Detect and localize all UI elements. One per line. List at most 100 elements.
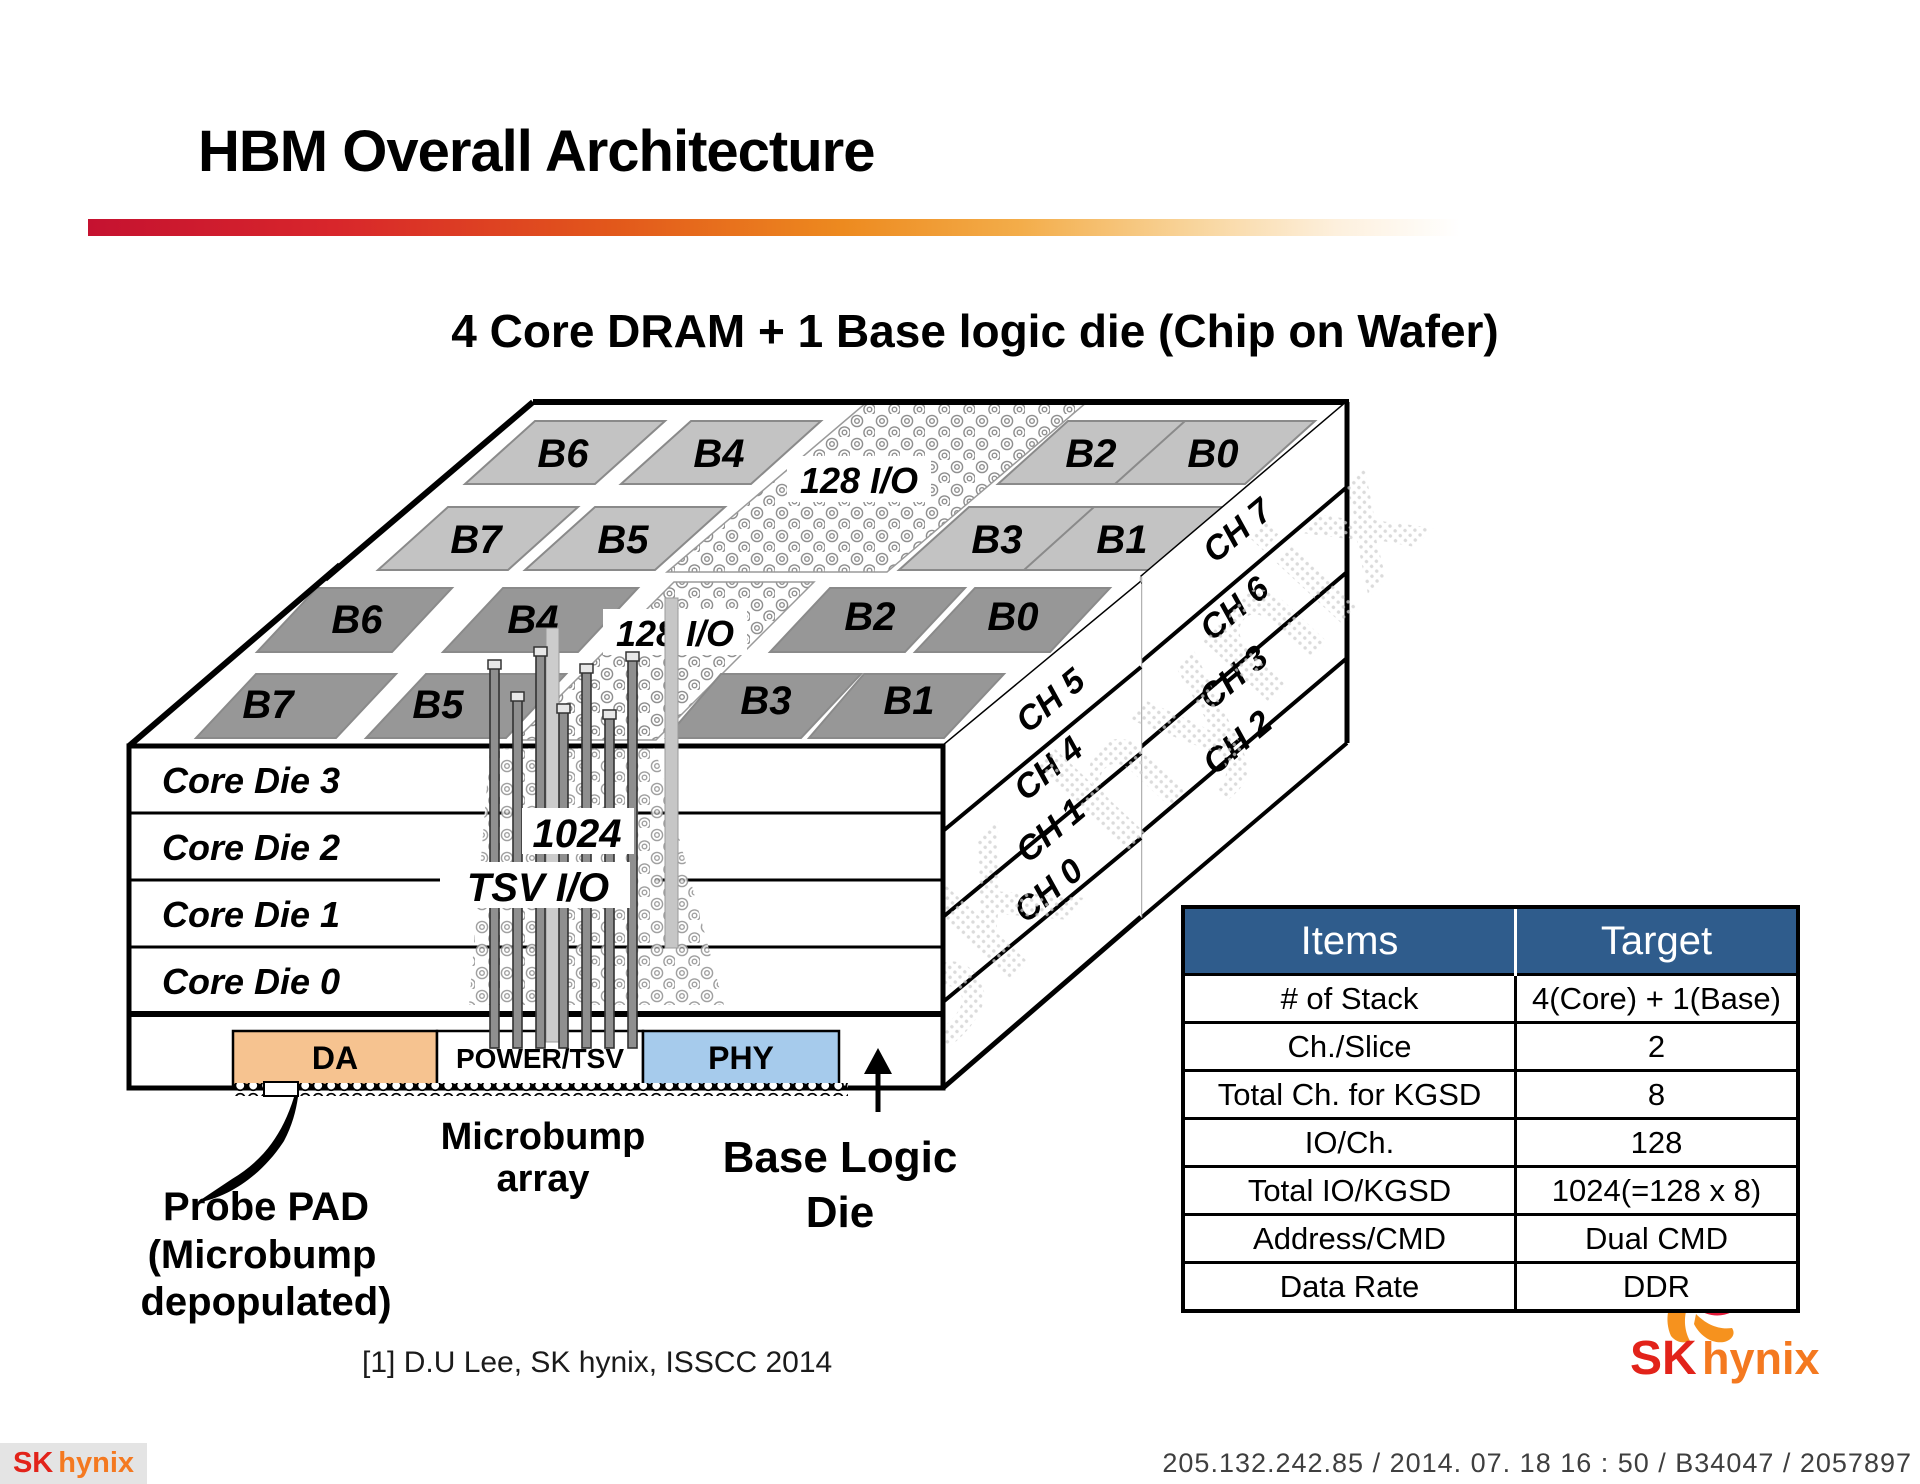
row-value: 128: [1514, 1117, 1800, 1168]
tsv-io-bg: [448, 862, 630, 908]
probe-pad-label-line2: (Microbump: [148, 1233, 377, 1277]
spec-table-header-target: Target: [1515, 907, 1798, 975]
lower-bank-b2-label: B2: [844, 595, 895, 639]
lower-die-side-face: CH 5 CH 4 CH 1 CH 0: [941, 582, 1143, 1090]
upper-bank-b5: [522, 506, 728, 571]
row-item: IO/Ch.: [1181, 1117, 1517, 1168]
tsv-pillar-5: [581, 671, 592, 1049]
upper-face-left-edge: [323, 399, 535, 582]
upper-bank-b5-label: B5: [597, 518, 649, 562]
core-die-1-label: Core Die 1: [162, 894, 340, 935]
lower-bank-b6-label: B6: [331, 598, 383, 642]
upper-die-top-face: B6 B4 B2 B0 B7 B5 B3 B1 128 I/O: [323, 399, 1349, 582]
table-row: # of Stack 4(Core) + 1(Base): [1181, 973, 1800, 1024]
lower-bank-b1-label: B1: [883, 679, 934, 723]
lower-bank-b5-label: B5: [412, 683, 464, 727]
upper-bank-b4: [618, 420, 824, 485]
base-logic-arrow-head: [864, 1048, 892, 1074]
row-item: Address/CMD: [1181, 1213, 1517, 1264]
row-item: Total Ch. for KGSD: [1181, 1069, 1517, 1120]
annotations: Microbump array Base Logic Die Probe PAD…: [140, 1048, 957, 1324]
upper-bank-b3-label: B3: [971, 518, 1022, 562]
lower-bank-b0: [912, 587, 1113, 653]
lower-side-bottom-edge: [941, 915, 1143, 1090]
lower-side-div-3: [941, 836, 1143, 1004]
upper-bank-b6-label: B6: [537, 432, 589, 476]
spec-table-header-items: Items: [1183, 907, 1517, 975]
lower-bank-b4: [440, 587, 641, 653]
lower-bank-b2: [767, 587, 968, 653]
footer-logo-sk: SK: [12, 1447, 54, 1479]
row-value: 2: [1514, 1021, 1800, 1072]
sk-logo-hynix-text: hynix: [1702, 1333, 1820, 1384]
upper-die-side-face: CH 7 CH 6 CH 3 CH 2: [1139, 402, 1350, 920]
tsv-io-label: TSV I/O: [467, 866, 609, 910]
table-row: Total IO/KGSD 1024(=128 x 8): [1181, 1165, 1800, 1216]
microbump-row: [233, 1083, 848, 1096]
lower-face-left-edge: [127, 562, 342, 749]
da-block-label: DA: [312, 1040, 358, 1076]
row-item: Data Rate: [1181, 1261, 1517, 1313]
row-item: Ch./Slice: [1181, 1021, 1517, 1072]
lower-bank-b3: [663, 673, 864, 739]
tsv-cap-3: [533, 646, 548, 657]
core-die-3-label: Core Die 3: [162, 760, 340, 801]
lower-bank-b1: [806, 673, 1007, 739]
phy-block-label: PHY: [708, 1040, 774, 1076]
microbump-label-line1: Microbump: [441, 1116, 646, 1158]
lower-bank-b7-label: B7: [242, 683, 295, 727]
tsv-cap-2: [510, 691, 525, 702]
upper-bank-b0-label: B0: [1187, 432, 1238, 476]
upper-bank-b6: [462, 420, 668, 485]
tsv-cap-1: [487, 659, 502, 670]
tsv-pillar-1: [489, 667, 500, 1049]
row-value: 4(Core) + 1(Base): [1514, 973, 1800, 1024]
base-logic-label-line2: Die: [806, 1188, 874, 1237]
row-value: 1024(=128 x 8): [1514, 1165, 1800, 1216]
upper-side-bottom-edge: [1139, 741, 1349, 920]
title-accent-bar: [88, 219, 1460, 236]
sk-logo-sk-text: SK: [1630, 1332, 1697, 1385]
table-row: Address/CMD Dual CMD: [1181, 1213, 1800, 1264]
upper-side-div-2: [1139, 570, 1349, 749]
tsv-cap-7: [625, 651, 640, 662]
core-die-2-label: Core Die 2: [162, 827, 340, 868]
lower-side-div-2: [941, 751, 1143, 919]
row-item: Total IO/KGSD: [1181, 1165, 1517, 1216]
upper-io-label: 128 I/O: [800, 460, 918, 501]
table-row: Ch./Slice 2: [1181, 1021, 1800, 1072]
row-value: Dual CMD: [1514, 1213, 1800, 1264]
probe-pad: [263, 1081, 299, 1097]
upper-bank-b1-label: B1: [1096, 518, 1147, 562]
row-value: DDR: [1514, 1261, 1800, 1313]
lower-bank-b7: [193, 673, 399, 739]
core-die-0-label: Core Die 0: [162, 961, 340, 1002]
spec-table-header-row: Items Target: [1183, 907, 1798, 975]
upper-side-div-1: [1139, 485, 1349, 664]
row-item: # of Stack: [1181, 973, 1517, 1024]
probe-pad-label-line3: depopulated): [140, 1280, 391, 1324]
citation-text: [1] D.U Lee, SK hynix, ISSCC 2014: [362, 1346, 833, 1379]
lower-bank-b6: [254, 587, 455, 653]
upper-io-label-bg: [787, 456, 931, 502]
upper-side-div-3: [1139, 656, 1349, 835]
tsv-cap-5: [579, 663, 594, 674]
tsv-cap-6: [602, 709, 617, 720]
sk-logo-wing-orange-right: [1694, 1314, 1734, 1343]
tsv-region: 1024 TSV I/O: [448, 597, 724, 1049]
tsv-pillar-light-2: [664, 597, 679, 949]
footer-stamp: 205.132.242.85 / 2014. 07. 18 16 : 50 / …: [1162, 1448, 1912, 1478]
probe-pad-label-line1: Probe PAD: [163, 1185, 369, 1229]
upper-bank-b0: [1112, 420, 1318, 485]
table-row: Data Rate DDR: [1181, 1261, 1800, 1313]
upper-bank-b4-label: B4: [693, 432, 744, 476]
tsv-cap-4: [556, 703, 571, 714]
tsv-count-bg: [522, 808, 634, 854]
lower-banks-back: [254, 587, 1113, 653]
page-title: HBM Overall Architecture: [198, 119, 876, 184]
lower-die-top-face: B6 B4 B2 B0 B7 B5 B3 B1 128 I/O: [127, 562, 1142, 749]
probe-pad-pointer: [196, 1097, 298, 1203]
